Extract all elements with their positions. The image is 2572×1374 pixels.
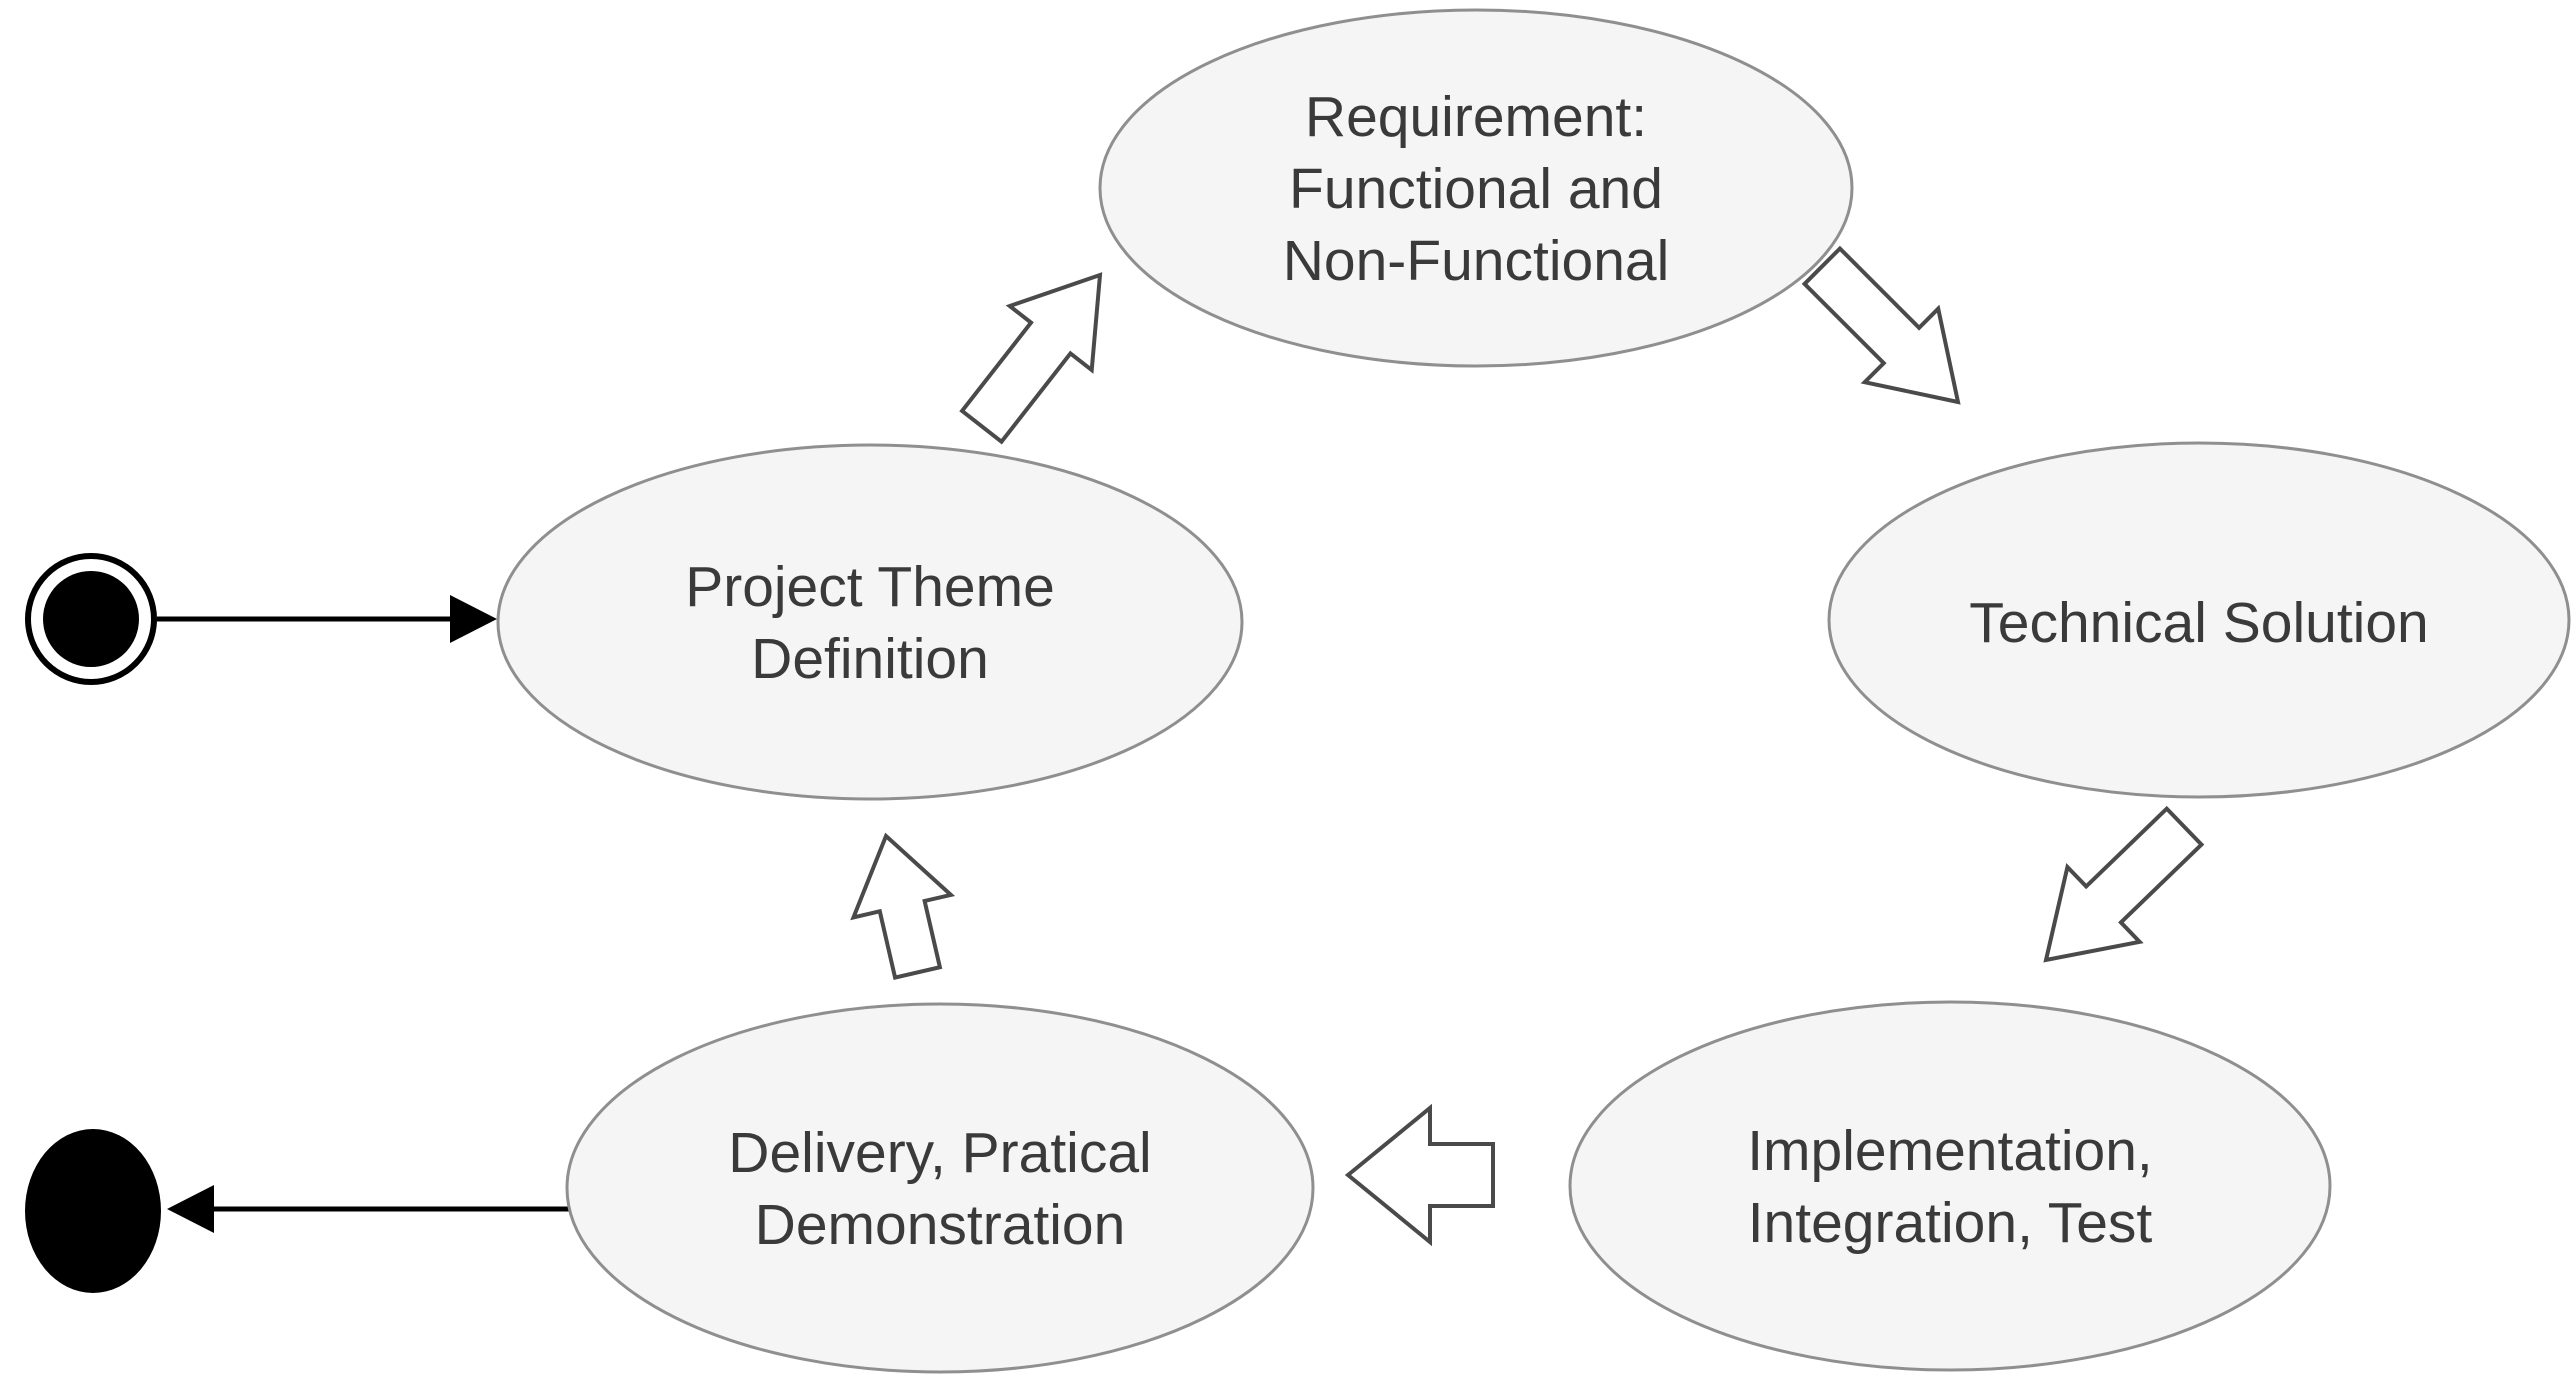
block-arrow-down-left-icon — [2043, 805, 2205, 963]
node-label-line: Non-Functional — [1283, 229, 1670, 293]
node-label-line: Implementation, — [1747, 1119, 2153, 1183]
flow-delivery-to-end — [167, 1185, 570, 1233]
initial-node — [25, 553, 157, 685]
block-arrow-down-right-icon — [1801, 245, 1961, 405]
activity-ellipse — [565, 1002, 1315, 1374]
activity-ellipse — [496, 443, 1244, 801]
node-label-line: Delivery, Pratical — [728, 1121, 1151, 1185]
final-node — [25, 1129, 161, 1293]
activity-ellipse — [1098, 8, 1854, 368]
node-label-line: Integration, Test — [1748, 1191, 2153, 1255]
activity-node-technical-solution: Technical Solution — [1827, 441, 2571, 799]
flow-start-to-project-theme — [157, 595, 497, 643]
flow-implementation-to-delivery — [1344, 1103, 1495, 1247]
node-label-line: Technical Solution — [1969, 591, 2428, 655]
initial-node-dot — [43, 571, 139, 667]
flow-delivery-to-project-theme — [850, 832, 956, 980]
flow-requirement-to-technical — [1801, 245, 1961, 405]
node-label-line: Demonstration — [755, 1193, 1126, 1257]
activity-node-implementation-integration-test: Implementation, Integration, Test — [1568, 1000, 2332, 1372]
flow-project-theme-to-requirement — [959, 272, 1103, 445]
node-label-line: Project Theme — [685, 555, 1055, 619]
activity-node-requirement: Requirement: Functional and Non-Function… — [1098, 8, 1854, 368]
node-label-line: Requirement: — [1305, 85, 1647, 149]
block-arrow-up-right-icon — [959, 272, 1103, 445]
activity-node-delivery-practical-demonstration: Delivery, Pratical Demonstration — [565, 1002, 1315, 1374]
block-arrow-up-icon — [850, 832, 956, 980]
arrowhead-right-icon — [450, 595, 497, 643]
node-label-line: Definition — [751, 627, 989, 691]
activity-ellipse — [1827, 441, 2571, 799]
node-label-line: Functional and — [1289, 157, 1663, 221]
block-arrow-left-icon — [1344, 1103, 1495, 1247]
flow-technical-to-implementation — [2043, 805, 2205, 963]
activity-ellipse — [1568, 1000, 2332, 1372]
activity-node-project-theme-definition: Project Theme Definition — [496, 443, 1244, 801]
arrowhead-left-icon — [167, 1185, 214, 1233]
